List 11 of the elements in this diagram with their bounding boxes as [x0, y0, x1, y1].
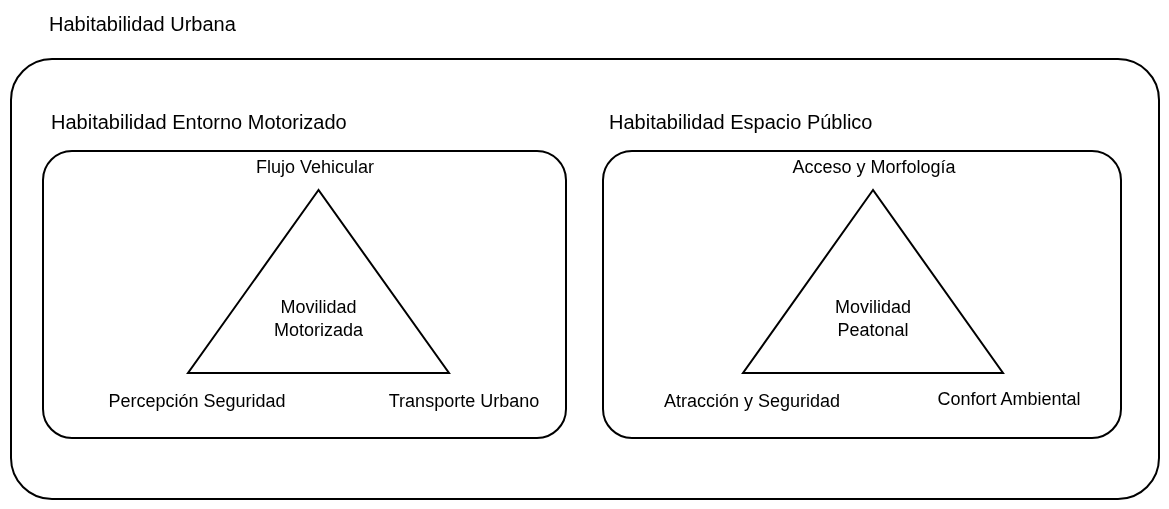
group-heading: Habitabilidad Espacio Público	[609, 110, 873, 134]
vertex-label: Acceso y Morfología	[792, 156, 956, 179]
group-heading: Habitabilidad Entorno Motorizado	[51, 110, 347, 134]
vertex-label: Atracción y Seguridad	[663, 390, 841, 413]
group-heading: Habitabilidad Urbana	[49, 12, 236, 36]
vertex-label: Percepción Seguridad	[108, 390, 286, 413]
vertex-label: Transporte Urbano	[388, 390, 540, 413]
vertex-label: Flujo Vehicular	[255, 156, 375, 179]
vertex-label: Confort Ambiental	[937, 388, 1081, 411]
triangle-center-label: Movilidad Peatonal	[833, 296, 912, 342]
triangle-center-label: Movilidad Motorizada	[272, 296, 364, 342]
